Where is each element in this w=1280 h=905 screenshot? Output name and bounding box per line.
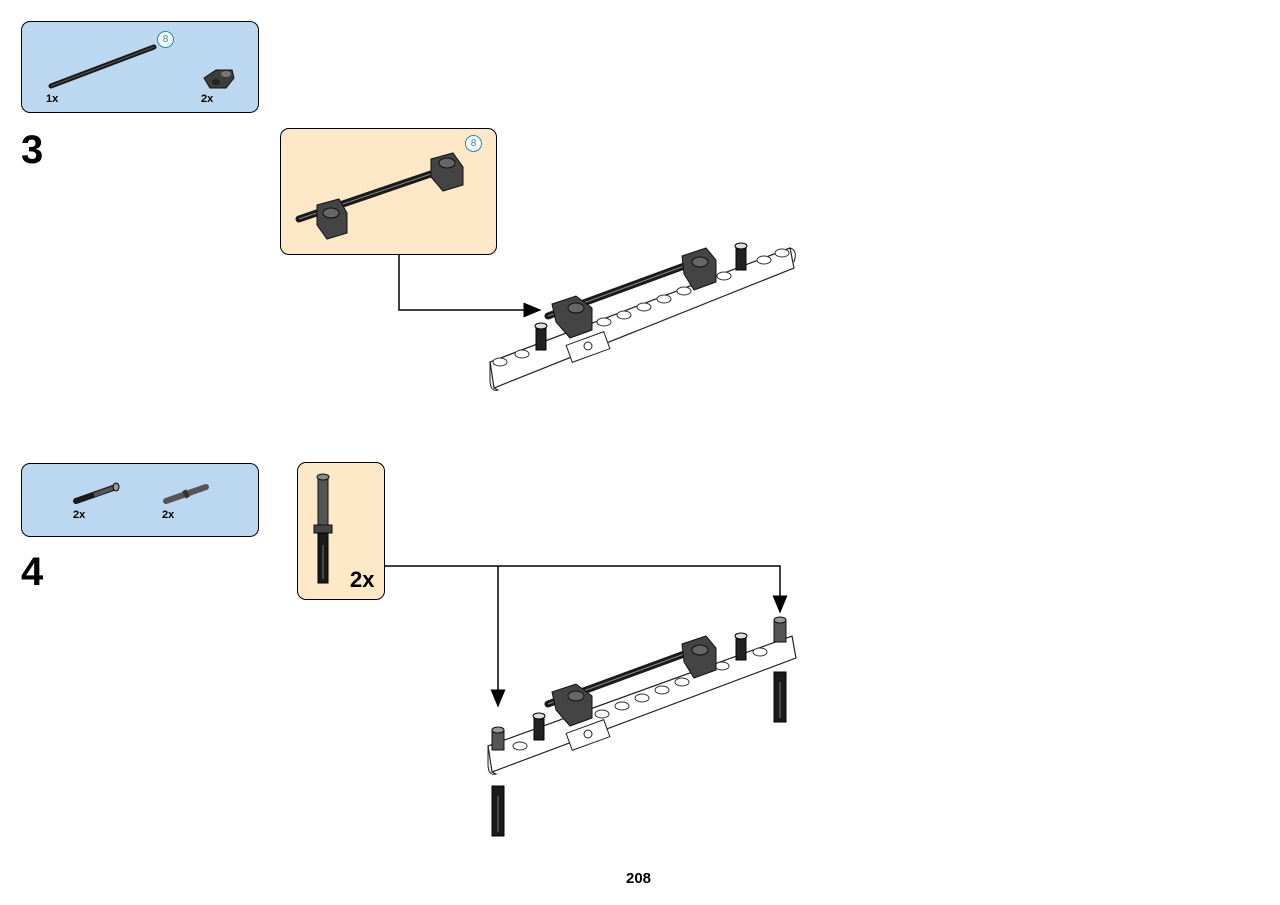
step3-parts-box: 8 1x 2x — [21, 21, 259, 113]
axle-quantity: 1x — [46, 93, 59, 105]
connector-quantity: 2x — [201, 93, 214, 105]
page-number: 208 — [626, 870, 652, 887]
step4-subassembly-box: 2x — [297, 462, 385, 600]
axle-connector-subassembly-icon — [295, 152, 464, 240]
connector-icon — [203, 69, 235, 89]
step4-number: 4 — [21, 550, 44, 594]
axle-length-badge: 8 — [157, 31, 174, 48]
step3-subassembly-box: 8 — [280, 128, 497, 255]
axle-pin-icon — [163, 484, 209, 504]
subassembly-quantity: 2x — [350, 567, 375, 592]
subassembly-length-badge: 8 — [465, 135, 482, 152]
pin-with-axle-pin-icon — [313, 473, 333, 584]
axle-icon — [48, 44, 157, 89]
pin-quantity: 2x — [73, 509, 86, 521]
axle-pin-quantity: 2x — [162, 509, 175, 521]
step3-number: 3 — [21, 128, 44, 172]
step4-parts-box: 2x 2x — [21, 463, 259, 537]
pin-icon — [73, 482, 120, 504]
